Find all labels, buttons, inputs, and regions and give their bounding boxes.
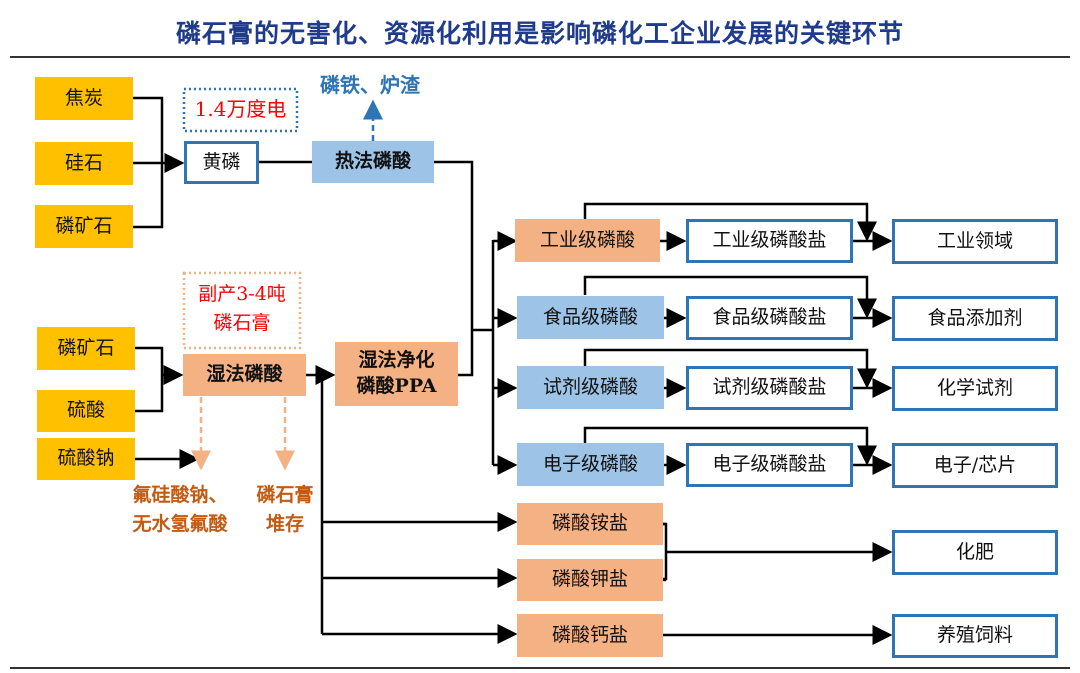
grade-salt-reagent: 试剂级磷酸盐 (686, 366, 853, 410)
grade-acid-food: 食品级磷酸 (517, 296, 664, 339)
yellow-phosphorus-box: 黄磷 (184, 141, 259, 184)
input-sulfuric-acid: 硫酸 (37, 390, 135, 432)
ppa-line: 磷酸PPA (356, 375, 437, 397)
energy-note: 1.4万度电 (194, 97, 287, 121)
grade-salt-food: 食品级磷酸盐 (686, 296, 853, 340)
thermal-byproduct: 磷铁、炉渣 (320, 73, 420, 97)
input-sodium-sulfate: 硫酸钠 (37, 438, 135, 480)
wet-phosphoric-acid: 湿法磷酸 (183, 354, 306, 396)
bottom-divider (10, 667, 1070, 669)
calcium-phosphate: 磷酸钙盐 (517, 614, 663, 657)
gypsum-note: 副产3-4吨磷石膏 (184, 280, 300, 337)
use-food-additive: 食品添加剂 (892, 296, 1058, 341)
input-phosphate-rock: 磷矿石 (35, 205, 133, 248)
fluorine-products: 氟硅酸钠、无水氢氟酸 (112, 481, 248, 538)
use-chemical-reagent: 化学试剂 (892, 366, 1058, 411)
gypsum-note-line: 磷石膏 (213, 311, 271, 334)
thermal-phosphoric-acid: 热法磷酸 (312, 141, 434, 183)
grade-acid-electronic: 电子级磷酸 (517, 443, 664, 486)
potassium-phosphate: 磷酸钾盐 (517, 559, 663, 601)
connector (434, 160, 474, 377)
purified-ppa: 湿法净化磷酸PPA (335, 342, 458, 406)
use-industrial: 工业领域 (892, 219, 1058, 264)
fluorine-line: 无水氢氟酸 (132, 512, 228, 535)
fluorine-line: 氟硅酸钠、 (132, 484, 228, 506)
input-coke: 焦炭 (35, 77, 133, 120)
use-electronics-chips: 电子/芯片 (892, 443, 1058, 488)
page-title: 磷石膏的无害化、资源化利用是影响磷化工企业发展的关键环节 (175, 19, 904, 48)
use-animal-feed: 养殖饲料 (892, 614, 1058, 658)
gypsum-note-line: 副产3-4吨 (198, 283, 286, 305)
grade-salt-industrial: 工业级磷酸盐 (686, 219, 853, 263)
stockpile-line: 堆存 (265, 512, 304, 535)
use-fertilizer: 化肥 (892, 530, 1058, 575)
ammonium-phosphate: 磷酸铵盐 (517, 503, 663, 545)
top-divider (10, 56, 1070, 58)
grade-acid-reagent: 试剂级磷酸 (517, 366, 664, 409)
grade-acid-industrial: 工业级磷酸 (515, 219, 660, 262)
input-phosphate-rock-2: 磷矿石 (37, 327, 135, 370)
grade-salt-electronic: 电子级磷酸盐 (686, 443, 853, 487)
ppa-line: 湿法净化 (358, 349, 435, 372)
stockpile-line: 磷石膏 (256, 484, 314, 506)
input-silica: 硅石 (35, 142, 133, 185)
gypsum-stockpile: 磷石膏堆存 (245, 481, 325, 538)
